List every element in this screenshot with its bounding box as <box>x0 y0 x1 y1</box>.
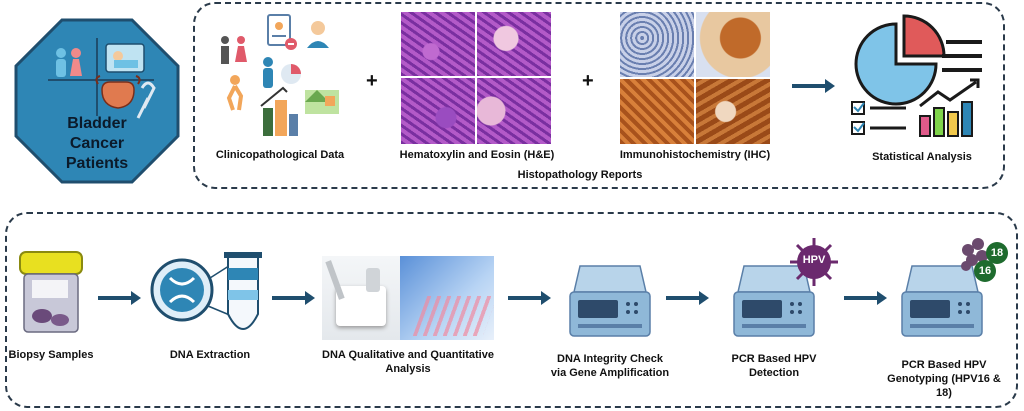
thermal-cycler-icon-1 <box>566 262 654 340</box>
step-hpv-genotyping-label: PCR Based HPV Genotyping (HPV16 & 18) <box>886 358 1002 400</box>
dna-extraction-icon <box>148 250 266 346</box>
arrow-step-4 <box>666 296 700 300</box>
gender-icon <box>221 36 247 64</box>
arrow-step-1 <box>98 296 132 300</box>
clinicopathological-icons <box>213 10 343 140</box>
ihc-quadrant-tl <box>620 12 694 77</box>
step-hpv-detection-label: PCR Based HPV Detection <box>714 352 834 380</box>
step-dna-extraction-label: DNA Extraction <box>150 348 270 362</box>
step-dna-qq-label: DNA Qualitative and Quantitative Analysi… <box>318 348 498 376</box>
pipette <box>325 260 344 300</box>
he-quadrant-divider-v <box>475 12 477 144</box>
landscape-icon <box>305 90 339 114</box>
ihc-quadrant-bl <box>620 79 694 144</box>
genotype-badge-16: 16 <box>974 260 996 282</box>
patients-title: Bladder Cancer Patients <box>40 114 154 174</box>
ihc-stain-image <box>620 12 770 144</box>
step-integrity-label: DNA Integrity Check via Gene Amplificati… <box>548 352 672 380</box>
hospital-bed-icon <box>106 44 144 72</box>
biopsy-jar-icon <box>18 250 84 336</box>
he-quadrant-divider-h <box>401 76 551 78</box>
arrow-step-5 <box>844 296 878 300</box>
histopathology-reports-label: Histopathology Reports <box>490 168 670 182</box>
city-growth-icon <box>261 88 298 136</box>
microplate-wells <box>413 296 494 336</box>
he-label: Hematoxylin and Eosin (H&E) <box>396 148 558 162</box>
arrow-to-statistics <box>792 84 826 88</box>
doctor-icon <box>307 21 329 48</box>
plus-sign-1: + <box>366 70 378 93</box>
medical-report-icon <box>268 15 297 50</box>
nanodrop-image <box>322 256 400 340</box>
statistical-analysis-icon <box>846 12 986 142</box>
ihc-label: Immunohistochemistry (IHC) <box>612 148 778 162</box>
arrow-step-3 <box>508 296 542 300</box>
microplate-image <box>400 256 494 340</box>
person-chart-icon <box>263 57 301 88</box>
nanodrop-arm <box>366 268 380 292</box>
statistical-analysis-label: Statistical Analysis <box>852 150 992 164</box>
ihc-quadrant-br <box>696 79 770 144</box>
nanodrop-body <box>336 286 386 326</box>
ihc-quadrant-tr <box>696 12 770 77</box>
smoking-person-icon <box>229 75 241 110</box>
hpv-virus-label: HPV <box>794 254 834 266</box>
he-stain-image <box>401 12 551 144</box>
clinicopathological-label: Clinicopathological Data <box>205 148 355 162</box>
arrow-step-2 <box>272 296 306 300</box>
plus-sign-2: + <box>582 70 594 93</box>
step-biopsy-label: Biopsy Samples <box>8 348 94 362</box>
